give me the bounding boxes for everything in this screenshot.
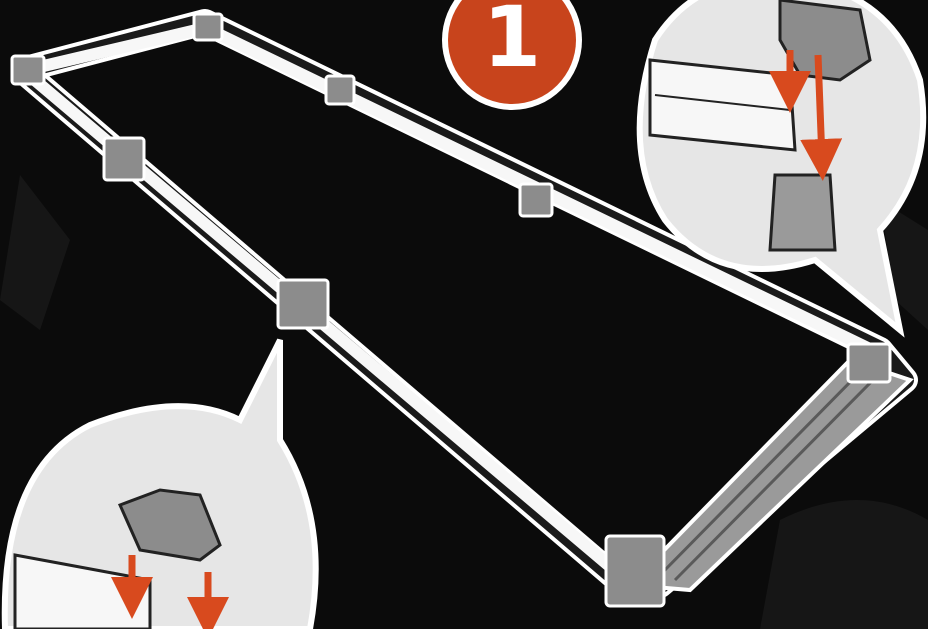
- connector-mid-2: [520, 184, 552, 216]
- callout-bottom-left: [5, 340, 316, 629]
- connector-corner-3: [848, 344, 890, 382]
- connector-mid-4: [278, 280, 328, 328]
- connector-corner-4: [606, 536, 664, 606]
- callout-top-right: [640, 0, 924, 330]
- callout-rail-piece: [650, 60, 795, 150]
- connector-mid-1: [326, 76, 354, 104]
- connector-mid-3: [104, 138, 144, 180]
- connector-corner-1: [12, 56, 44, 84]
- rail-channel-icon: [770, 175, 835, 250]
- connector-corner-2: [194, 14, 222, 40]
- step-number: 1: [483, 0, 541, 86]
- step-badge: 1: [442, 0, 582, 110]
